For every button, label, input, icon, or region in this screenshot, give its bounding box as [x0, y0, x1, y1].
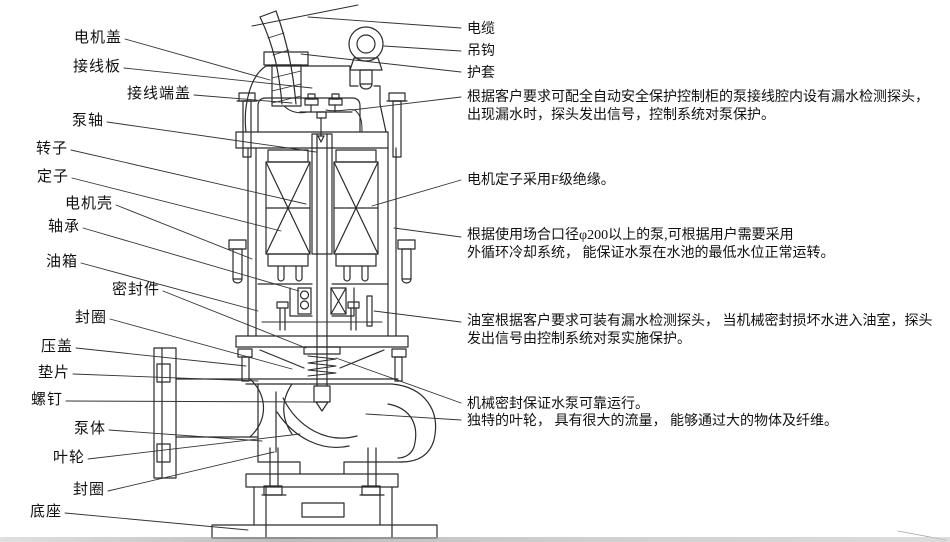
annotation-note: 护套: [467, 65, 495, 83]
part-label: 定子: [36, 168, 69, 185]
leader-line: [108, 429, 263, 442]
part-label: 底座: [29, 503, 62, 520]
part-label: 泵轴: [71, 112, 104, 129]
leader-line: [393, 227, 462, 238]
annotation-line: 机械密封保证水泵可靠运行。: [467, 397, 649, 412]
leader-lines: [64, 16, 462, 531]
annotation-line: 电缆: [467, 22, 495, 37]
part-label: 接线端盖: [126, 85, 191, 102]
annotation-note: 吊钩: [467, 43, 495, 61]
leader-line: [371, 179, 462, 207]
annotation-note: 电机定子采用F级绝缘。: [467, 172, 615, 190]
leader-line: [106, 121, 317, 153]
leader-line: [80, 262, 259, 312]
rotor-shaft-shape: [311, 133, 333, 387]
annotation-line: 根据使用场合口径φ200以上的泵,可根据用户需要采用: [467, 228, 794, 243]
part-label: 封圈: [72, 481, 105, 498]
cable-gland-shape: [263, 51, 309, 107]
annotation-line: 护套: [467, 66, 495, 81]
leader-line: [65, 400, 316, 403]
leader-line: [107, 451, 275, 492]
motor-housing-shape: [235, 92, 408, 337]
annotation-note: 独特的叶轮， 具有很大的流量， 能够通过大的物体及纤维。: [467, 413, 838, 431]
annotation-line: 吊钩: [467, 44, 495, 59]
part-label: 压盖: [40, 338, 73, 355]
leader-line: [300, 53, 462, 73]
part-label: 电机壳: [64, 195, 113, 212]
leader-line: [72, 373, 259, 382]
leader-line: [71, 177, 282, 232]
stator-shape: [265, 149, 379, 282]
motor-cap-shape: [244, 65, 387, 143]
annotation-note: 机械密封保证水泵可靠运行。: [467, 396, 649, 414]
annotation-line: 出现漏水时，探头发出信号，控制系统对泵保护。: [467, 107, 775, 123]
leader-line: [307, 16, 462, 29]
annotation-line: 发出信号由控制系统对泵实施保护。: [467, 331, 691, 347]
leader-line: [70, 149, 307, 205]
leader-line: [87, 433, 301, 460]
part-label: 泵体: [73, 420, 106, 437]
annotation-note: 根据使用场合口径φ200以上的泵,可根据用户需要采用外循环冷却系统， 能保证水泵…: [467, 227, 835, 262]
scan-artifact-strip: [0, 537, 950, 542]
annotation-line: 根据客户要求可配全自动安全保护控制柜的泵接线腔内设有漏水检测探头，: [467, 90, 929, 105]
leader-line: [82, 227, 300, 292]
part-label: 封圈: [74, 309, 107, 326]
part-label: 转子: [35, 140, 68, 157]
oil-chamber-seal-shape: [235, 335, 409, 382]
annotation-note: 电缆: [467, 21, 495, 39]
base-shape: [211, 473, 438, 539]
part-label: 接线板: [72, 58, 121, 75]
leader-line: [193, 94, 293, 104]
part-label: 叶轮: [52, 449, 85, 466]
annotation-line: 油室根据客户要求可装有漏水检测探头， 当机械密封损坏水进入油室，探头: [467, 314, 933, 329]
leader-line: [162, 290, 307, 349]
part-label: 油箱: [45, 253, 78, 270]
leader-line: [383, 45, 462, 52]
annotation-note: 根据客户要求可配全自动安全保护控制柜的泵接线腔内设有漏水检测探头， 出现漏水时，探…: [467, 89, 929, 124]
annotation-note: 油室根据客户要求可装有漏水检测探头， 当机械密封损坏水进入油室，探头发出信号由控…: [467, 313, 933, 348]
bearing-shape: [228, 239, 416, 331]
leader-line: [123, 67, 313, 89]
leader-line: [373, 310, 462, 323]
annotation-line: 外循环冷却系统， 能保证水泵在水池的最低水位正常运转。: [467, 245, 835, 261]
leader-line: [109, 318, 293, 370]
leader-line: [351, 96, 462, 111]
leader-line: [75, 347, 247, 367]
annotation-line: 电机定子采用F级绝缘。: [467, 173, 615, 188]
lifting-hook-shape: [348, 26, 384, 90]
leader-line: [124, 38, 271, 81]
leader-line: [115, 204, 253, 260]
part-label: 螺钉: [30, 391, 63, 408]
part-label: 轴承: [47, 218, 80, 235]
leader-line: [335, 357, 462, 404]
part-label: 密封件: [111, 281, 160, 298]
leader-line: [365, 413, 462, 421]
annotation-line: 独特的叶轮， 具有很大的流量， 能够通过大的物体及纤维。: [467, 414, 838, 429]
part-label: 垫片: [37, 364, 70, 381]
leader-line: [64, 512, 249, 531]
part-label: 电机盖: [73, 29, 122, 46]
volute-impeller-shape: [153, 347, 436, 496]
